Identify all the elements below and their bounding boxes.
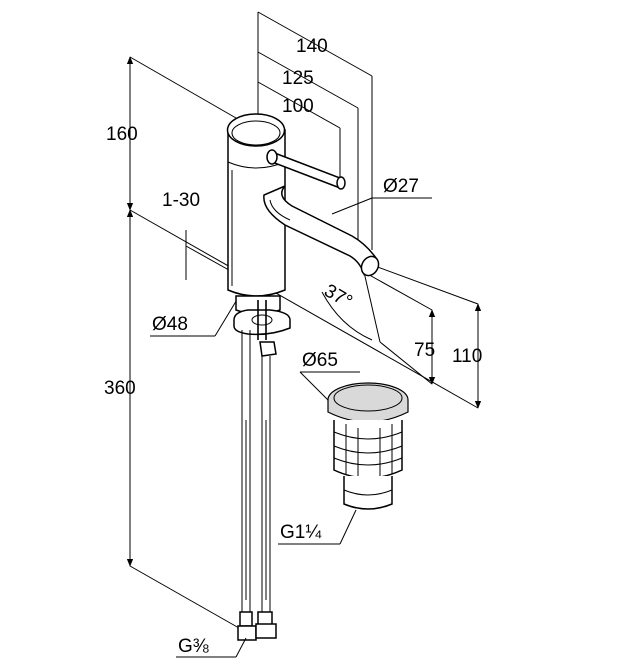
dim-waste-diameter: Ø65: [302, 350, 338, 371]
dim-supply-thread: G⅜: [178, 636, 209, 657]
dimension-hose-group: 360: [104, 209, 247, 633]
dimension-width-group: 140 125 100: [257, 11, 373, 250]
waste-diameter-label-group: Ø65: [299, 350, 360, 401]
dimension-spout-angle-group: 37°: [320, 271, 381, 343]
dim-spout-diameter: Ø27: [383, 176, 419, 197]
dim-deck-thickness: 1-30: [162, 190, 200, 211]
dim-spout-angle: 37°: [320, 280, 355, 313]
waste-thread-label-group: G1¼: [278, 509, 357, 545]
dimension-spout-height-group: 75 110: [363, 261, 482, 409]
waste-valve: [327, 382, 409, 510]
mounting-assembly: [233, 300, 291, 641]
dim-hose-length: 360: [104, 378, 136, 399]
dimension-body-height-group: 160: [106, 56, 237, 211]
supply-thread-label-group: G⅜: [176, 636, 247, 658]
hose-connectors: [237, 611, 277, 641]
dim-height-spout: 75: [414, 340, 435, 361]
dim-width-lever: 100: [282, 96, 314, 117]
dim-base-diameter: Ø48: [152, 314, 188, 335]
dimension-spout-diameter-group: Ø27: [331, 176, 432, 215]
lever-handle: [266, 149, 346, 190]
dim-height-total: 110: [452, 346, 482, 367]
faucet-body: [226, 113, 380, 315]
dim-width-overall: 140: [296, 36, 328, 57]
supply-hoses: [241, 330, 271, 612]
dim-waste-thread: G1¼: [280, 522, 322, 543]
dim-height-body: 160: [106, 124, 138, 145]
spout: [263, 185, 380, 277]
dimension-base-diameter-group: Ø48: [150, 297, 239, 337]
dim-width-spout: 125: [282, 68, 314, 89]
